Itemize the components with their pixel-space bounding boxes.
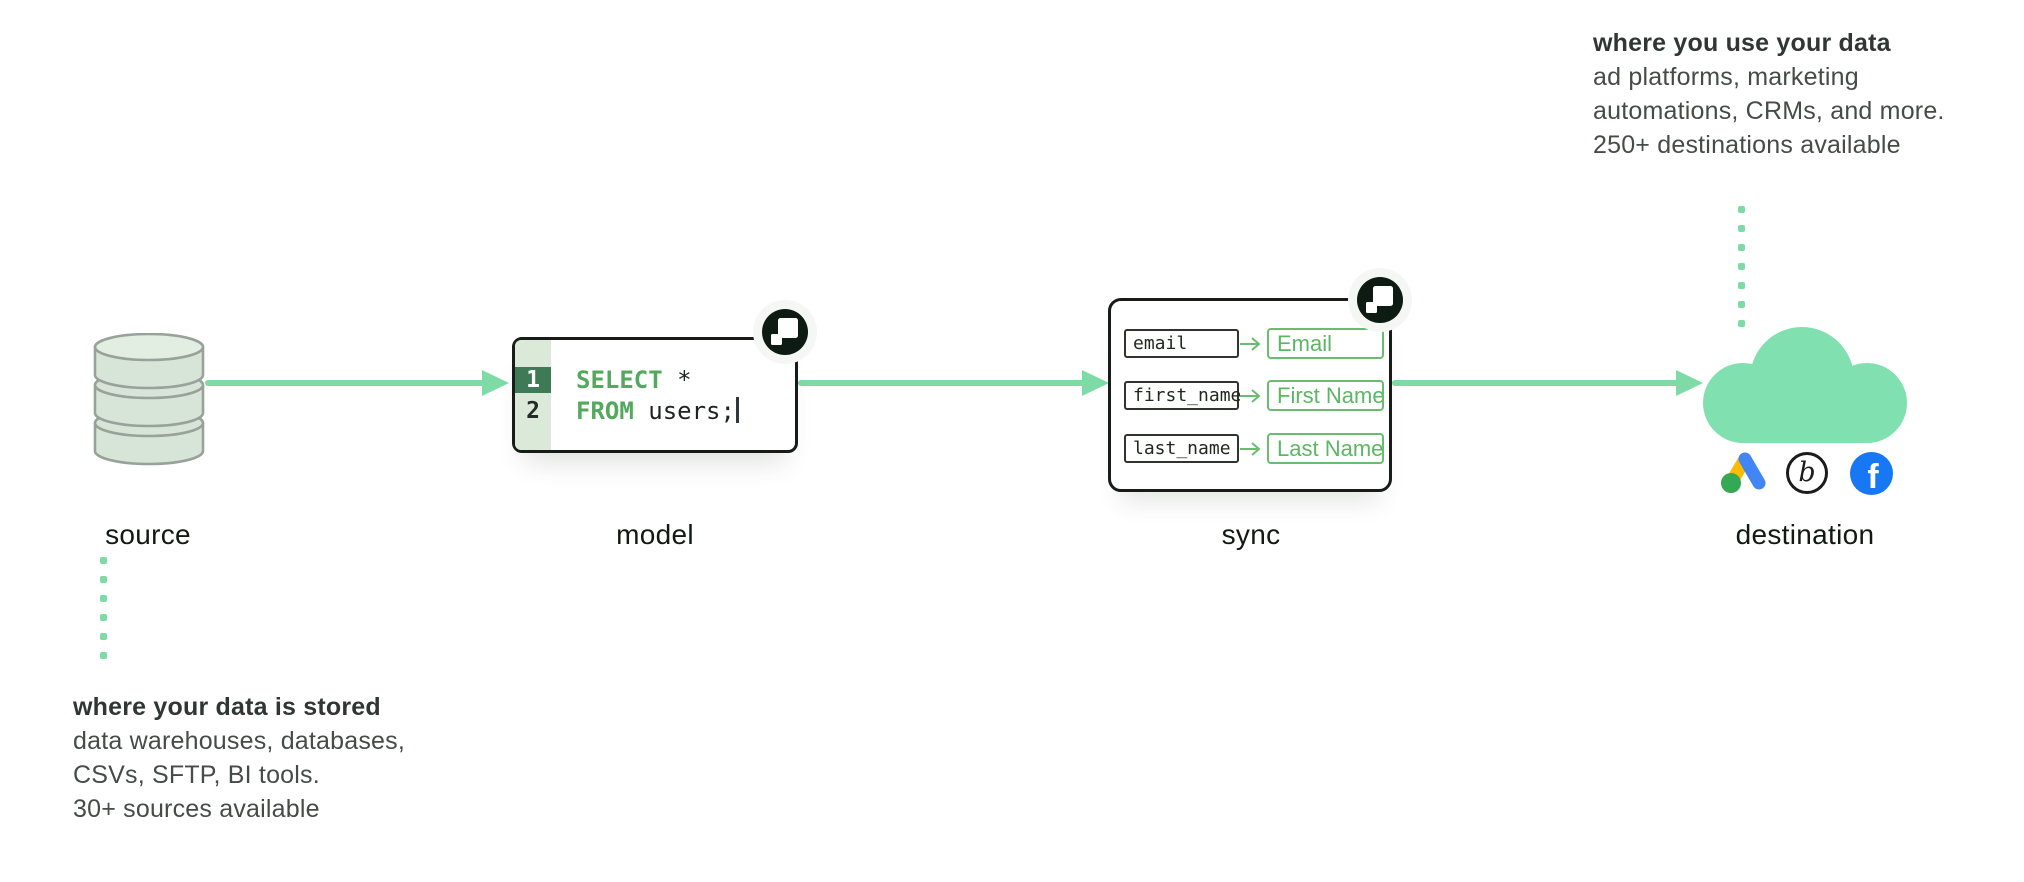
connector-dot	[1738, 244, 1745, 251]
arrow-shaft	[205, 380, 484, 386]
sql-keyword: FROM	[576, 396, 634, 425]
destination-note: where you use your data ad platforms, ma…	[1593, 26, 1945, 162]
destination-note-title: where you use your data	[1593, 29, 1891, 57]
arrow-head-icon	[482, 370, 509, 396]
hightouch-logo-badge	[762, 309, 808, 355]
sql-code: users;	[633, 396, 735, 425]
text-cursor	[735, 396, 739, 423]
destination-note-line: ad platforms, marketing	[1593, 63, 1859, 91]
stage-label-model: model	[616, 519, 694, 550]
mapping-arrow-icon	[1240, 388, 1261, 403]
sql-keyword: SELECT	[576, 365, 663, 394]
stage-label-sync: sync	[1221, 519, 1281, 550]
connector-dot	[100, 576, 107, 583]
destination-field-box: Last Name	[1267, 433, 1384, 464]
connector-dot	[1738, 206, 1745, 213]
connector-dot	[1738, 263, 1745, 270]
hightouch-logo-badge	[1357, 277, 1403, 323]
connector-dot	[100, 595, 107, 602]
destination-field-box: Email	[1267, 328, 1384, 359]
connector-dot	[100, 652, 107, 659]
source-note-line: 30+ sources available	[73, 795, 320, 823]
mapping-row: email Email	[1124, 328, 1384, 359]
source-note-line: data warehouses, databases,	[73, 727, 406, 755]
arrow-shaft	[1392, 380, 1678, 386]
code-line: 1 SELECT *	[515, 364, 795, 395]
source-field-box: email	[1124, 329, 1239, 358]
connector-dot	[100, 557, 107, 564]
connector-dot	[100, 614, 107, 621]
b-logo-icon: b	[1786, 452, 1828, 494]
source-note-line: CSVs, SFTP, BI tools.	[73, 761, 320, 789]
line-number: 1	[515, 366, 551, 393]
mapping-arrow-icon	[1240, 441, 1261, 456]
line-number-gutter	[515, 340, 551, 450]
mapping-arrow-icon	[1240, 336, 1261, 351]
connector-dot	[100, 633, 107, 640]
hightouch-icon	[771, 318, 798, 345]
model-code-card: 1 SELECT * 2 FROM users;	[512, 337, 798, 453]
hightouch-icon	[1366, 286, 1393, 313]
code-line: 2 FROM users;	[515, 395, 795, 426]
sql-code: *	[662, 365, 692, 394]
database-icon	[93, 333, 205, 466]
sync-mapping-card: email Email first_name First Name last_n…	[1108, 298, 1392, 492]
line-number: 2	[526, 397, 540, 424]
source-field-box: last_name	[1124, 434, 1239, 463]
mapping-row: first_name First Name	[1124, 380, 1384, 411]
arrow-shaft	[798, 380, 1084, 386]
source-note: where your data is stored data warehouse…	[73, 690, 405, 826]
destination-note-line: automations, CRMs, and more.	[1593, 97, 1945, 125]
arrow-head-icon	[1082, 370, 1109, 396]
cloud-icon	[1703, 327, 1907, 443]
code-text: FROM users;	[551, 396, 739, 425]
connector-dot	[1738, 225, 1745, 232]
facebook-icon: f	[1850, 452, 1893, 495]
code-text: SELECT *	[551, 366, 692, 394]
stage-label-source: source	[105, 519, 191, 550]
source-field-box: first_name	[1124, 381, 1241, 410]
arrow-head-icon	[1676, 370, 1703, 396]
stage-label-destination: destination	[1735, 519, 1875, 550]
connector-dot	[1738, 320, 1745, 327]
connector-dot	[1738, 301, 1745, 308]
source-note-title: where your data is stored	[73, 693, 381, 721]
facebook-f-glyph: f	[1867, 458, 1879, 495]
connector-dot	[1738, 282, 1745, 289]
destination-field-box: First Name	[1267, 380, 1384, 411]
mapping-row: last_name Last Name	[1124, 433, 1384, 464]
google-ads-icon	[1721, 452, 1766, 493]
destination-note-line: 250+ destinations available	[1593, 131, 1901, 159]
